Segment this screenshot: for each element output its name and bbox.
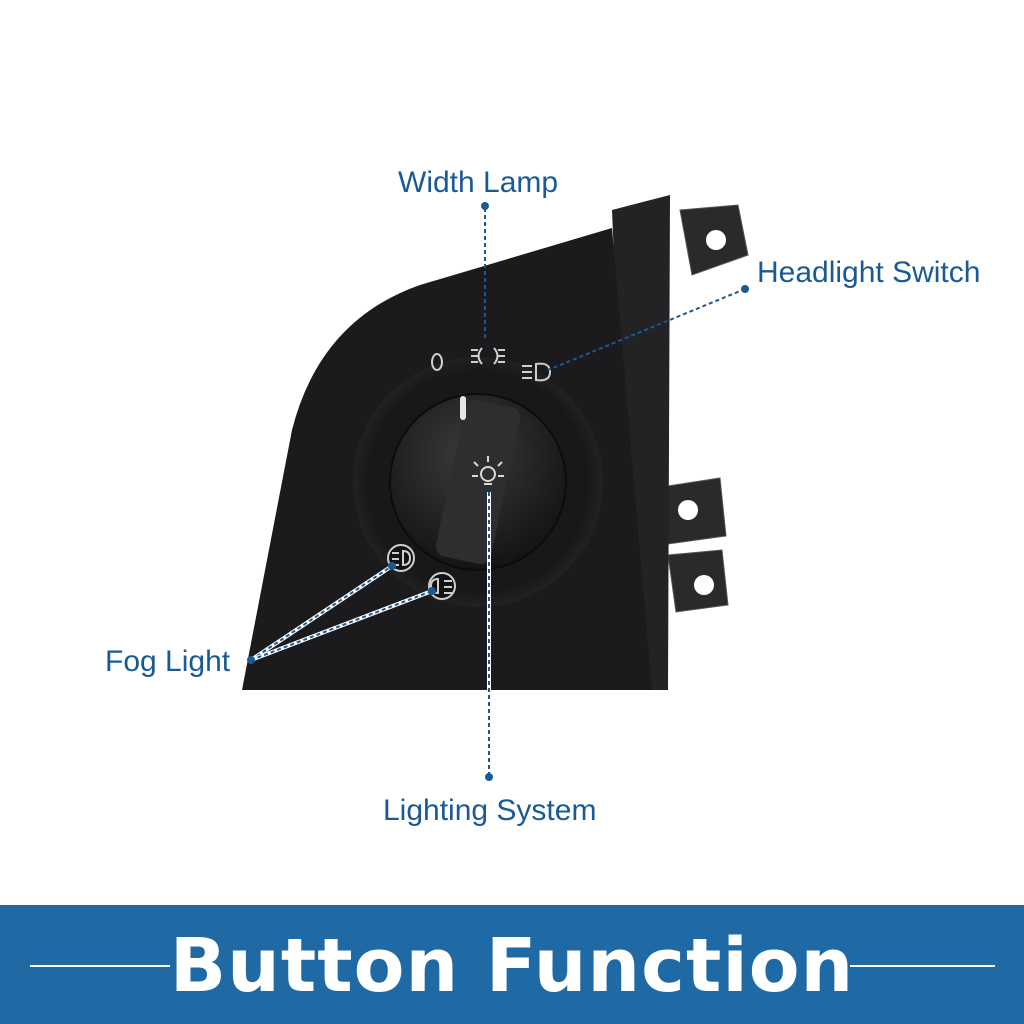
product-diagram: Width Lamp Headlight Switch Fog Light Li… <box>105 166 981 827</box>
label-width-lamp: Width Lamp <box>398 166 559 199</box>
callout-width-lamp <box>481 202 489 340</box>
switch-illustration <box>242 195 749 781</box>
mounting-bracket-bottom <box>667 549 729 613</box>
width-lamp-icon <box>471 347 505 365</box>
headlight-icon <box>522 362 552 382</box>
mounting-bracket-top <box>679 204 749 276</box>
side-flange <box>612 195 670 690</box>
lighting-system-icon <box>472 456 504 485</box>
knob-pointer <box>460 396 466 420</box>
banner-line-left <box>30 965 170 967</box>
label-fog-light: Fog Light <box>105 645 231 678</box>
callout-fog-light <box>247 562 436 664</box>
mounting-bracket-mid <box>654 477 727 546</box>
callout-headlight-switch <box>547 285 749 371</box>
title-banner: Button Function <box>0 905 1024 1024</box>
banner-title: Button Function <box>169 923 855 1009</box>
off-icon <box>431 353 443 371</box>
banner-line-right <box>850 965 995 967</box>
rotary-knob[interactable] <box>389 393 567 571</box>
rear-fog-light-icon <box>428 572 456 600</box>
callout-lighting-system <box>485 492 493 781</box>
label-lighting-system: Lighting System <box>383 794 597 827</box>
label-headlight-switch: Headlight Switch <box>757 256 981 289</box>
